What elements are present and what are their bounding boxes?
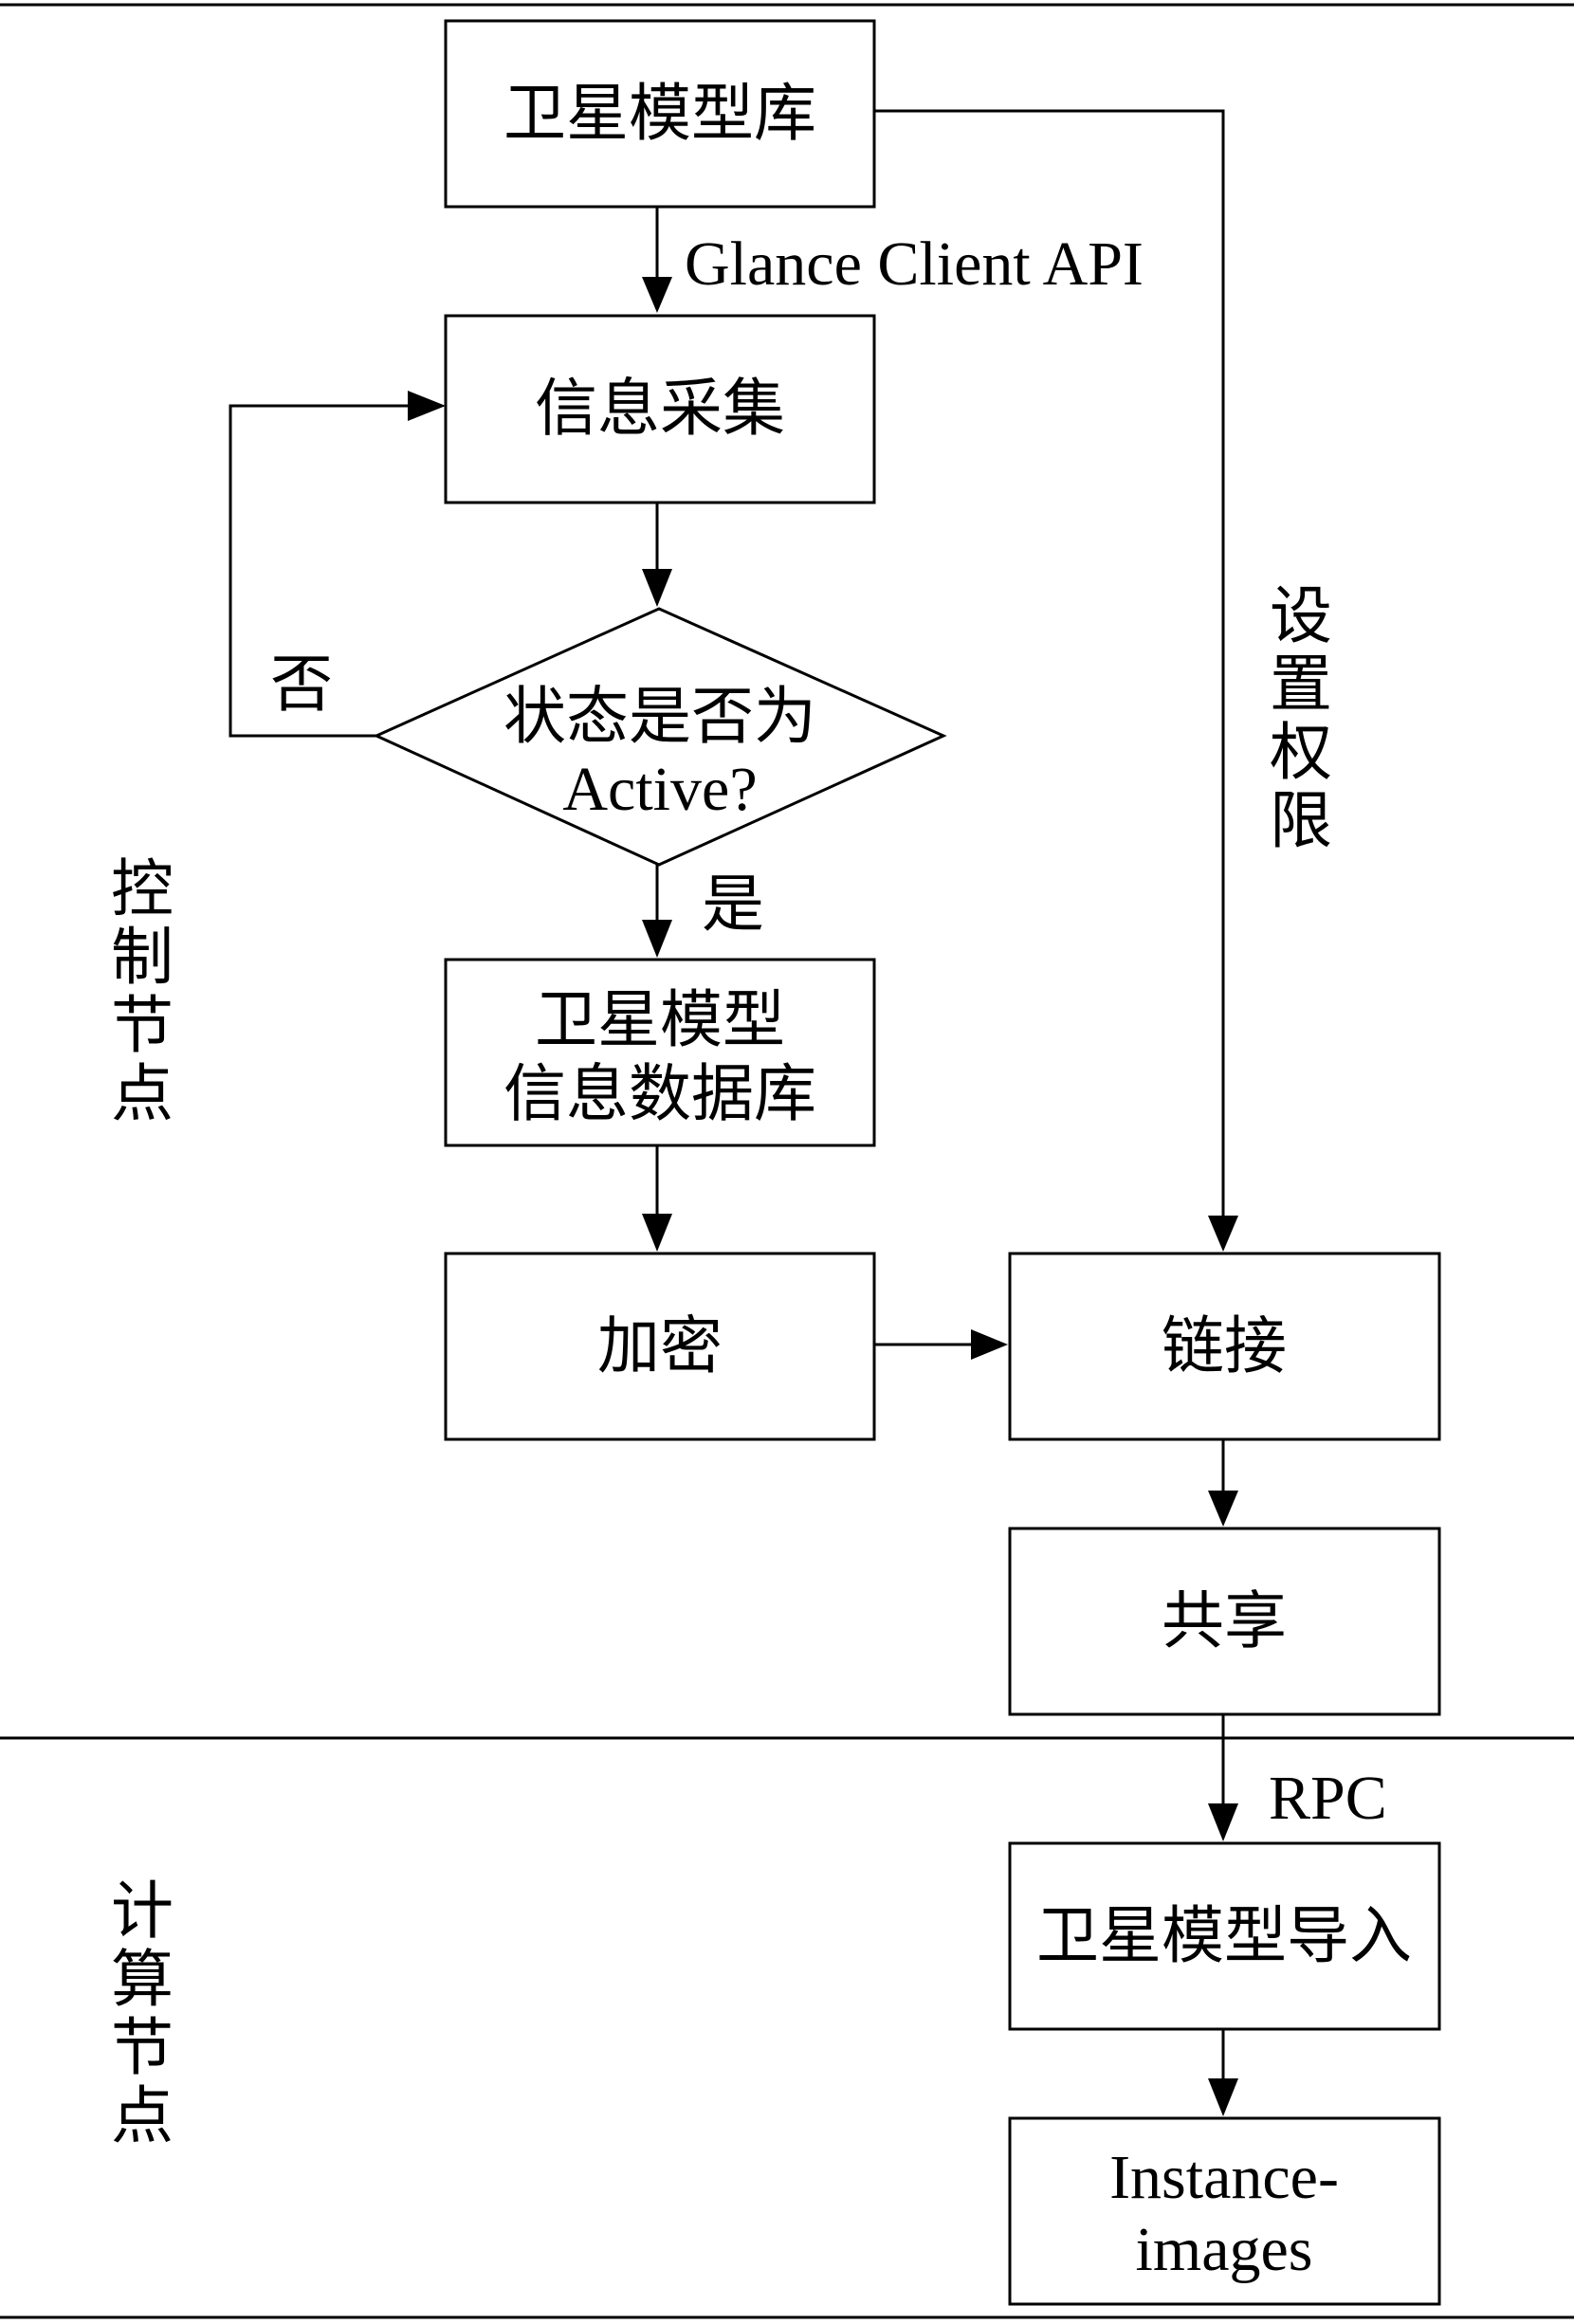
edge-set-permission: [874, 109, 1225, 1216]
edge-label-char: 权: [1270, 719, 1332, 788]
node-label: 加密: [597, 1312, 723, 1382]
edge-label-char: 置: [1270, 650, 1332, 720]
node-label: 卫星模型: [535, 986, 785, 1055]
node-label: 共享: [1162, 1587, 1287, 1656]
edge-label-yes: 是: [702, 870, 764, 940]
arrowhead: [642, 569, 672, 607]
node-model-import: 卫星模型导入: [1008, 1841, 1441, 2031]
arrowhead: [408, 391, 446, 421]
node-status-decision: 状态是否为 Active?: [373, 607, 947, 867]
arrowhead: [642, 920, 672, 958]
region-char: 点: [111, 1060, 174, 1129]
control-node-region-label: 控 制 节 点: [111, 855, 174, 1129]
node-label: 卫星模型库: [503, 80, 816, 149]
region-char: 节: [111, 2014, 174, 2083]
node-label: 状态是否为: [503, 683, 816, 752]
arrowhead: [971, 1329, 1008, 1360]
node-label: images: [1136, 2215, 1313, 2284]
node-label: 信息数据库: [503, 1060, 816, 1129]
arrowhead: [642, 277, 672, 313]
edge-no-loop: [229, 404, 408, 738]
region-char: 节: [111, 992, 174, 1061]
node-label: Instance-: [1109, 2143, 1339, 2212]
edge-label-set-permission: 设 置 权 限: [1270, 582, 1332, 856]
arrowhead: [1208, 2078, 1238, 2116]
node-label: 链接: [1162, 1312, 1287, 1382]
node-model-info-db: 卫星模型 信息数据库: [444, 958, 876, 1147]
compute-node-region-label: 计 算 节 点: [111, 1877, 174, 2151]
region-char: 制: [111, 924, 174, 993]
node-model-library: 卫星模型库: [444, 19, 876, 209]
edge-label-char: 设: [1270, 582, 1332, 651]
node-share: 共享: [1008, 1527, 1441, 1716]
region-char: 点: [111, 2082, 174, 2151]
arrowhead: [1208, 1803, 1238, 1841]
edge-label-no: 否: [270, 650, 333, 720]
node-link: 链接: [1008, 1252, 1441, 1441]
node-label: 卫星模型导入: [1036, 1902, 1412, 1971]
region-char: 控: [111, 855, 174, 924]
arrowhead: [642, 1214, 672, 1252]
node-encrypt: 加密: [444, 1252, 876, 1441]
node-info-collect: 信息采集: [444, 314, 876, 504]
edge-label-glance-api: Glance Client API: [685, 229, 1144, 299]
node-label: Active?: [562, 755, 757, 824]
region-char: 算: [111, 1946, 174, 2015]
edge-label-rpc: RPC: [1269, 1764, 1387, 1833]
region-char: 计: [111, 1877, 174, 1947]
node-instance-images: Instance- images: [1008, 2116, 1441, 2306]
arrowhead: [1208, 1491, 1238, 1527]
node-label: 信息采集: [535, 375, 785, 444]
edge-label-char: 限: [1270, 787, 1332, 856]
arrowhead: [1208, 1216, 1238, 1252]
